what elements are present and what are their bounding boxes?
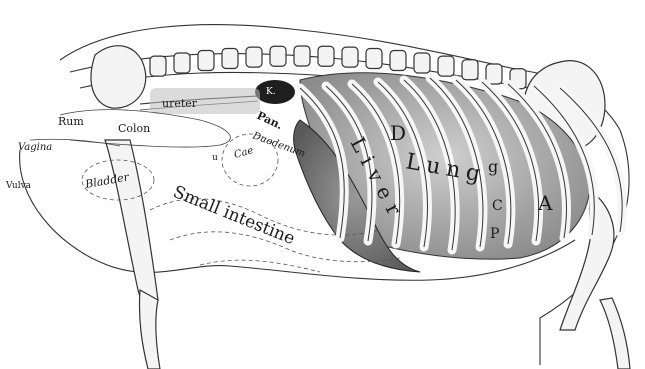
label-pancreas: Pan. [255, 109, 285, 132]
vertebra [150, 56, 166, 76]
vertebra [318, 46, 334, 66]
label-vagina: Vagina [18, 142, 52, 153]
label-u: u [212, 153, 218, 163]
label-p: P [490, 226, 499, 242]
vertebra [342, 47, 358, 67]
vertebra [366, 49, 382, 69]
label-g: g [488, 157, 498, 176]
label-vulva: Vulva [5, 181, 32, 191]
femur [105, 140, 158, 305]
label-colon: Colon [118, 122, 150, 135]
pelvis [91, 46, 146, 108]
vertebra [294, 46, 310, 66]
label-small-intestine: Small intestine [170, 182, 298, 249]
label-kidney: K. [266, 87, 276, 97]
vertebra [270, 46, 286, 66]
label-caecum: Cae [233, 145, 255, 161]
label-ureter: ureter [162, 97, 198, 110]
vertebra [174, 53, 190, 73]
label-a: A [537, 191, 553, 215]
vertebra [390, 51, 406, 71]
vertebra [414, 53, 430, 73]
vertebra [462, 60, 478, 80]
label-d: D [390, 121, 406, 145]
vertebra [222, 49, 238, 69]
vertebra [438, 56, 454, 76]
forelimb [600, 298, 630, 369]
vertebra [246, 47, 262, 67]
label-rum: Rum [58, 115, 84, 128]
vertebra [486, 64, 502, 84]
label-c: C [492, 198, 503, 214]
vertebra [198, 51, 214, 71]
lower-leg [139, 290, 160, 369]
